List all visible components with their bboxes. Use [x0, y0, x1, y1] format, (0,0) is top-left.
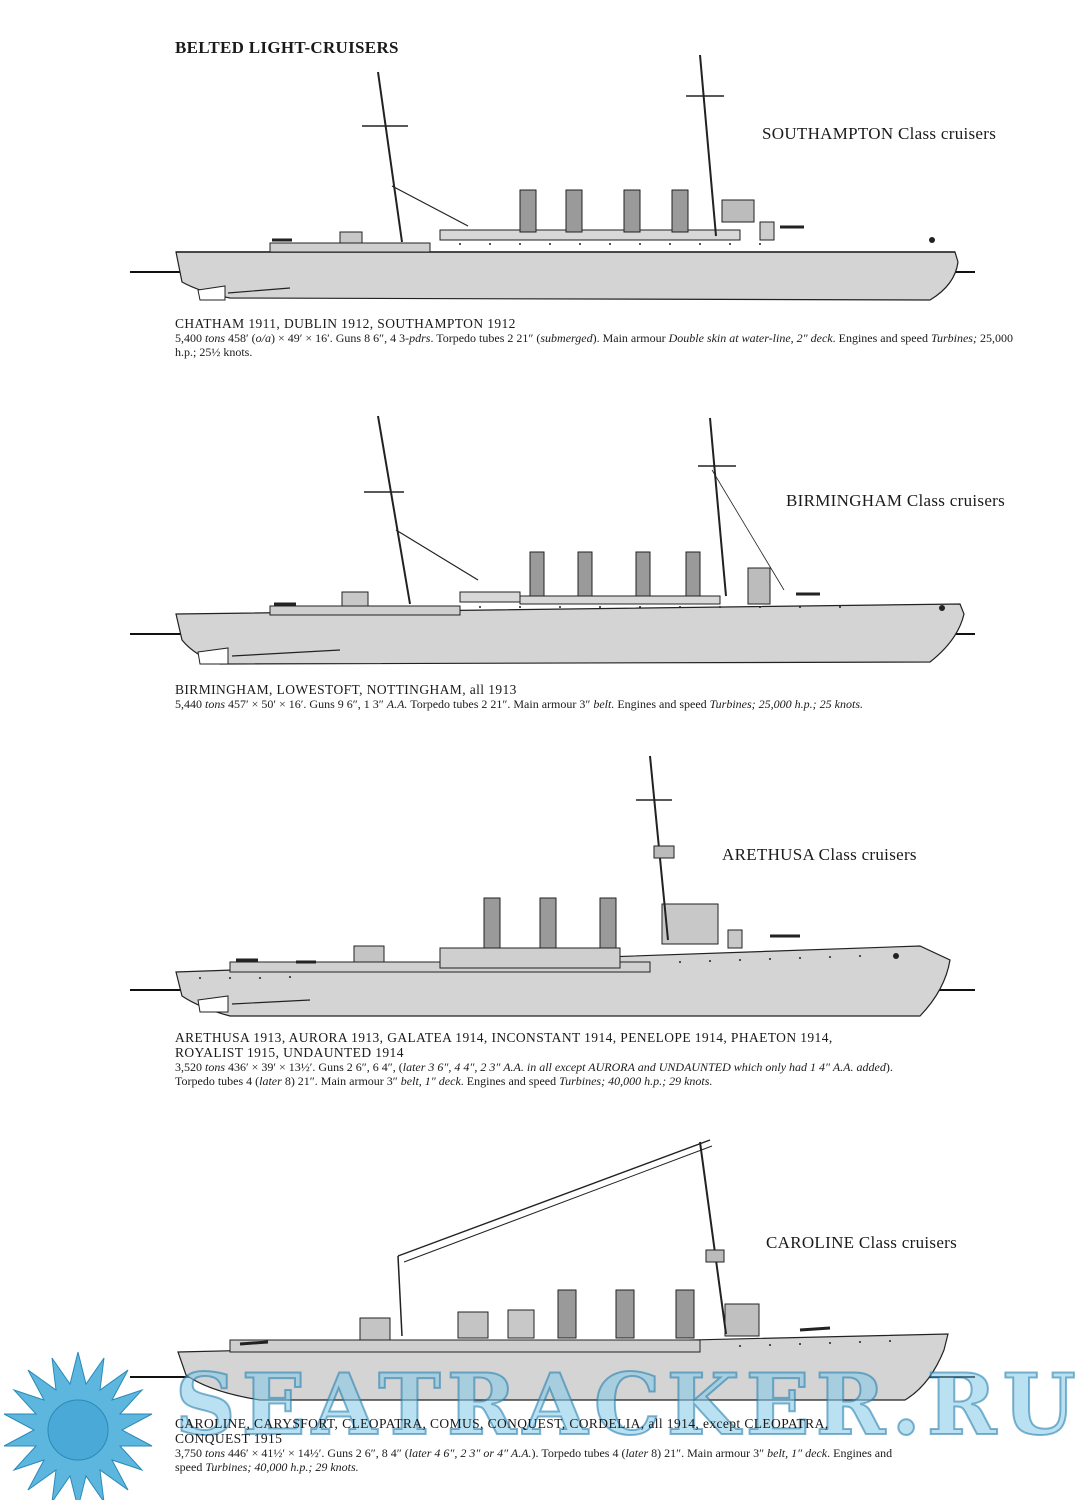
ship-names-southampton: CHATHAM 1911, DUBLIN 1912, SOUTHAMPTON 1…: [175, 316, 516, 331]
ship-names-arethusa: ARETHUSA 1913, AURORA 1913, GALATEA 1914…: [175, 1030, 833, 1045]
ship-names-arethusa-line2: ROYALIST 1915, UNDAUNTED 1914: [175, 1045, 404, 1060]
ship-names-birmingham: BIRMINGHAM, LOWESTOFT, NOTTINGHAM, all 1…: [175, 682, 517, 697]
class-label-arethusa: ARETHUSA Class cruisers: [722, 845, 917, 864]
ship-names-caroline: CAROLINE, CARYSFORT, CLEOPATRA, COMUS, C…: [175, 1416, 829, 1431]
caption-arethusa: ARETHUSA 1913, AURORA 1913, GALATEA 1914…: [175, 1030, 1035, 1088]
watermark-text: SEATRACKER.RU: [174, 1354, 1080, 1455]
caption-southampton: CHATHAM 1911, DUBLIN 1912, SOUTHAMPTON 1…: [175, 316, 1035, 359]
ship-specs-caroline: 3,750 tons 446′ × 41½′ × 14½′. Guns 2 6″…: [175, 1446, 893, 1460]
ship-specs-southampton: 5,400 tons 458′ (o/a) × 49′ × 16′. Guns …: [175, 331, 1013, 359]
ship-illustration-caroline: [130, 1139, 975, 1401]
page-heading: BELTED LIGHT-CRUISERS: [175, 38, 399, 57]
caption-caroline: CAROLINE, CARYSFORT, CLEOPATRA, COMUS, C…: [175, 1416, 1035, 1474]
ship-specs-arethusa-line2: Torpedo tubes 4 (later 8) 21″. Main armo…: [175, 1074, 713, 1088]
class-label-southampton: SOUTHAMPTON Class cruisers: [762, 124, 997, 143]
caption-birmingham: BIRMINGHAM, LOWESTOFT, NOTTINGHAM, all 1…: [175, 682, 1035, 711]
ship-specs-arethusa: 3,520 tons 436′ × 39′ × 13½′. Guns 2 6″,…: [175, 1060, 893, 1074]
ship-specs-caroline-line2: speed Turbines; 40,000 h.p.; 29 knots.: [175, 1460, 359, 1474]
ship-illustration-southampton: [130, 54, 975, 301]
ship-illustration-birmingham: [130, 415, 975, 665]
class-label-birmingham: BIRMINGHAM Class cruisers: [786, 491, 1006, 510]
ship-names-caroline-line2: CONQUEST 1915: [175, 1431, 283, 1446]
class-label-caroline: CAROLINE Class cruisers: [766, 1233, 958, 1252]
ship-illustration-arethusa: [130, 755, 975, 1017]
ship-specs-birmingham: 5,440 tons 457′ × 50′ × 16′. Guns 9 6″, …: [175, 697, 864, 711]
